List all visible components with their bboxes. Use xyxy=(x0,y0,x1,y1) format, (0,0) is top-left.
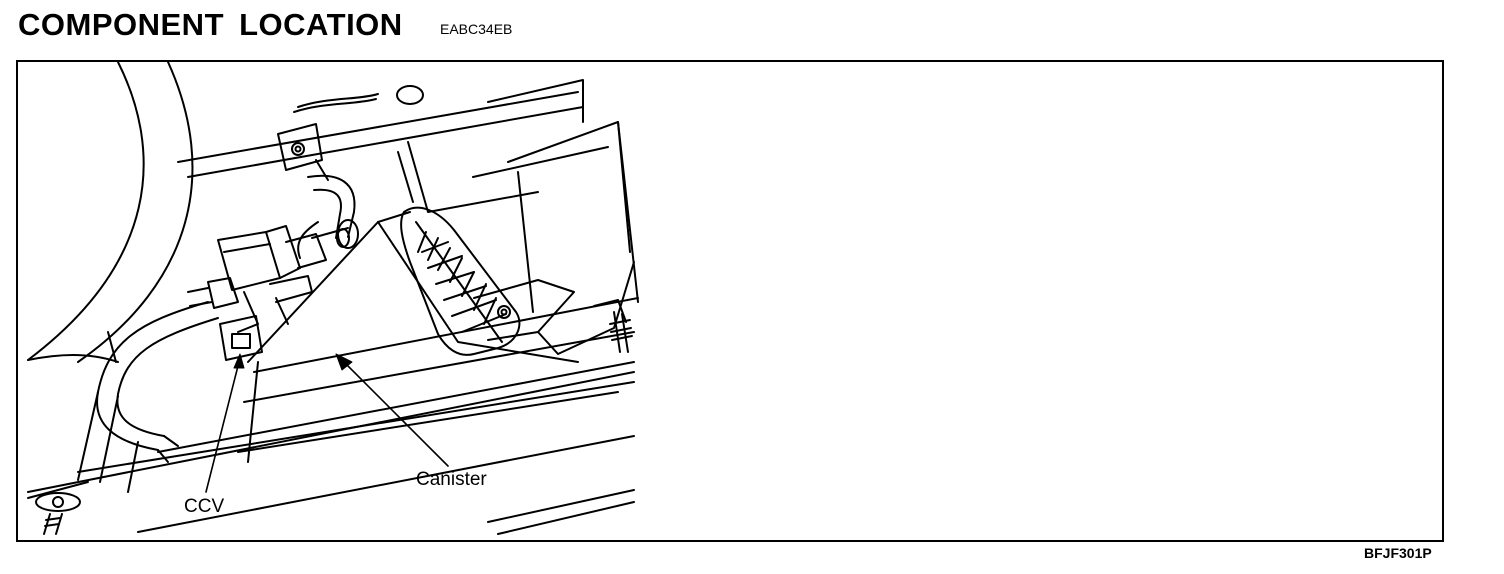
ccv-label: CCV xyxy=(184,496,225,517)
ccv-leader-line xyxy=(205,357,241,493)
floor-panel-lines xyxy=(27,361,635,535)
component-illustration xyxy=(27,62,639,535)
canister-leader-arrow xyxy=(335,353,353,371)
vapor-hoses xyxy=(77,301,219,493)
figure-frame: CCV Canister xyxy=(16,60,1444,542)
figure-code: BFJF301P xyxy=(1364,545,1432,561)
wheel-well-outline xyxy=(27,62,194,363)
page-title: COMPONENT LOCATION xyxy=(18,7,403,42)
canister-leader-line xyxy=(341,359,449,467)
vent-hose xyxy=(297,174,359,259)
lower-left-bolt xyxy=(27,481,89,535)
canister-filter-mesh xyxy=(400,206,521,356)
ccv-leader-arrow xyxy=(233,353,245,369)
right-bracket xyxy=(473,261,635,355)
canister-label: Canister xyxy=(416,469,487,490)
section-code: EABC34EB xyxy=(440,21,513,37)
upper-bracket xyxy=(277,123,329,181)
body-panel-lines xyxy=(177,79,639,313)
